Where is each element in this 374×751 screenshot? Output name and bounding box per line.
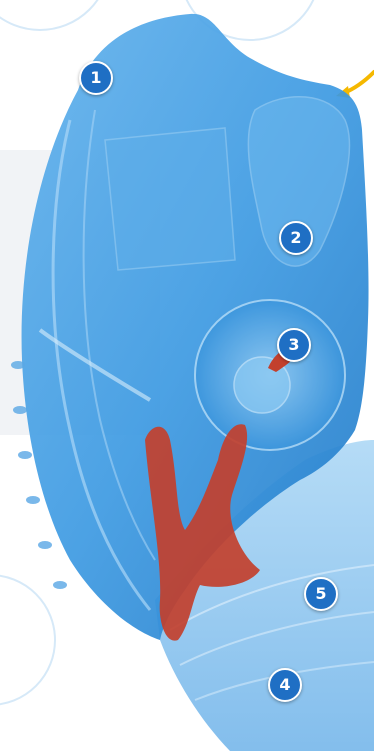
callout-marker-2: 2 [279,221,313,255]
callout-marker-4: 4 [268,668,302,702]
callout-marker-5: 5 [304,577,338,611]
inner-block [105,128,235,270]
callout-marker-3: 3 [277,328,311,362]
background-ring [0,0,110,30]
callout-marker-1: 1 [79,61,113,95]
background-ring [0,575,55,705]
